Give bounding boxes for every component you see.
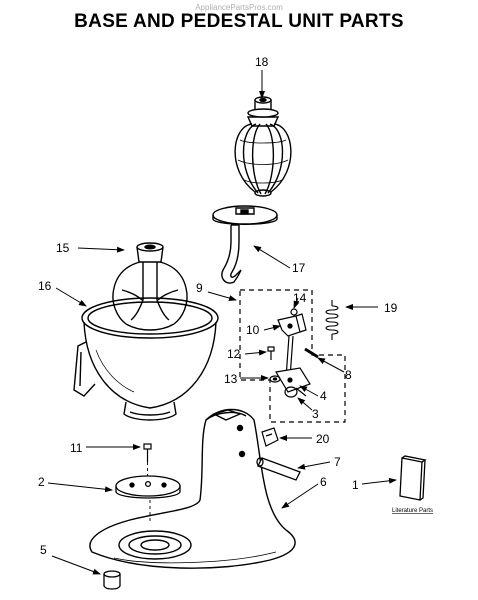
callout-1: 1 [352, 478, 359, 492]
callout-2: 2 [38, 475, 45, 489]
washer-part [269, 375, 281, 383]
callout-14: 14 [293, 291, 307, 305]
callout-17: 17 [292, 261, 306, 275]
spring-part [325, 300, 339, 340]
callout-9: 9 [196, 281, 203, 295]
callout-7: 7 [334, 455, 341, 469]
callout-10: 10 [246, 323, 260, 337]
callout-11: 11 [70, 441, 83, 455]
page-title: BASE AND PEDESTAL UNIT PARTS [74, 11, 404, 32]
callout-18: 18 [255, 55, 269, 69]
callout-8: 8 [345, 368, 352, 382]
callout-16: 16 [38, 279, 52, 293]
watermark: AppliancePartsPros.com [195, 3, 283, 12]
literature-booklet-part [399, 455, 427, 501]
callout-5: 5 [40, 543, 47, 557]
clip-part [261, 427, 279, 447]
wire-whip-part [234, 96, 292, 197]
callout-6: 6 [320, 475, 327, 489]
flat-beater-part [112, 242, 188, 331]
callout-3: 3 [312, 407, 319, 421]
callout-12: 12 [227, 347, 241, 361]
hinge-pin-part [256, 457, 301, 481]
callout-4: 4 [320, 389, 327, 403]
callout-19: 19 [384, 301, 398, 315]
callout-13: 13 [224, 372, 238, 386]
pedestal-base-part [89, 408, 296, 569]
literature-parts-label: Literature Parts [392, 508, 433, 514]
callout-20: 20 [316, 432, 330, 446]
rubber-foot-part [103, 570, 121, 590]
leader-lines [47, 70, 397, 575]
clamp-plate-part [115, 475, 181, 499]
callout-15: 15 [56, 241, 70, 255]
speed-control-assembly [239, 289, 346, 423]
mixing-bowl-part [73, 297, 219, 421]
dough-hook-part [212, 205, 278, 284]
screw-part [267, 346, 275, 360]
pin-part [304, 347, 319, 359]
